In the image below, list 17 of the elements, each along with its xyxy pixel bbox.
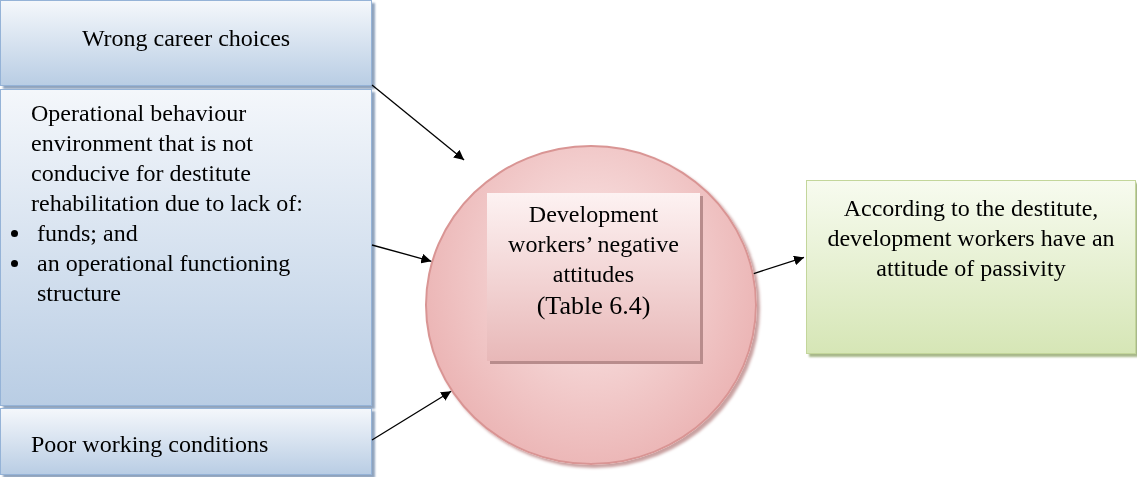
result-box xyxy=(806,180,1136,354)
process-box xyxy=(487,193,700,361)
cause-box xyxy=(0,408,372,475)
arrow xyxy=(371,244,432,264)
cause-box xyxy=(0,0,372,86)
box-text: Operational behaviour environment that is not conducive for destitute rehabilitation due to lack of: xyxy=(31,99,304,218)
arrow xyxy=(753,255,805,275)
bullet-item: funds; and xyxy=(1,218,357,248)
arrow xyxy=(371,84,465,161)
arrow xyxy=(371,390,452,441)
bullet-item: an operational functioning structure xyxy=(1,248,357,308)
box-text: Wrong career choices xyxy=(80,24,292,53)
box-text: According to the destitute, development workers have an attitude of passivity xyxy=(827,194,1115,283)
box-text: Poor working conditions xyxy=(31,430,270,459)
reference-text: (Table 6.4) xyxy=(535,291,652,321)
cause-box xyxy=(0,89,372,406)
box-text: Development workers’ negative attitudes xyxy=(507,200,680,289)
